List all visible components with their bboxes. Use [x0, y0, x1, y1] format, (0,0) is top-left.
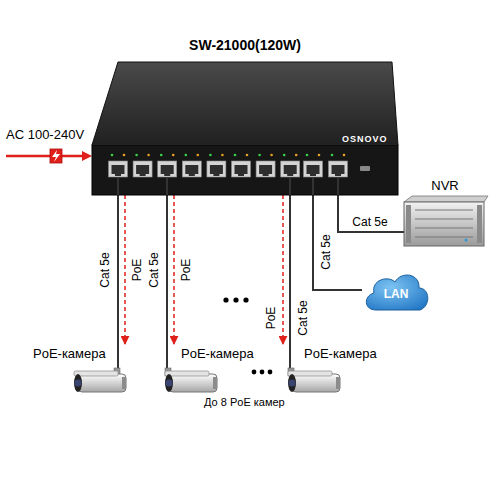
poe-power-arrow: [173, 195, 175, 344]
cat5e-cable: [289, 195, 291, 344]
edge-label-wrap: Cat 5e: [352, 216, 387, 229]
cat5e-cable: [313, 195, 362, 290]
poe-switch: OSNOVO: [92, 62, 398, 195]
cable-label: Cat 5e: [352, 215, 387, 229]
camera-count-note: До 8 PoE камер: [204, 396, 285, 408]
camera-label: PoE-камера: [304, 346, 377, 362]
title-wrap: SW-21000(120W): [0, 36, 490, 54]
camera-label: PoE-камера: [33, 346, 106, 362]
cable-label: Cat 5e: [296, 300, 310, 335]
cable-label: Cat 5e: [147, 252, 161, 287]
power-arrowhead: [82, 151, 92, 161]
lan-cloud: LAN: [362, 270, 430, 312]
edge-label-wrap: PoE: [131, 259, 144, 282]
switch-illustration: [92, 62, 398, 195]
cable-label: Cat 5e: [319, 234, 333, 269]
cat5e-cable: [117, 195, 119, 344]
edge-label-wrap: Cat 5e: [297, 300, 310, 335]
poe-camera: PoE-камера: [29, 344, 132, 408]
device-label: LAN: [384, 282, 409, 301]
brand-logo: OSNOVO: [342, 134, 388, 144]
poe-power-arrow: [282, 195, 284, 344]
edge-label-wrap: Cat 5e: [148, 252, 161, 287]
power-input-label: AC 100-240V: [6, 127, 84, 142]
camera-label: PoE-камера: [181, 346, 254, 362]
ellipsis-dots: [223, 297, 248, 302]
poe-label: PoE: [179, 259, 193, 282]
edge-label-wrap: Cat 5e: [320, 234, 333, 269]
edge-label-wrap: PoE: [265, 307, 278, 330]
poe-label: PoE: [264, 307, 278, 330]
cable-label: Cat 5e: [98, 252, 112, 287]
power-line: [6, 155, 84, 158]
camera-count-note-wrap: До 8 PoE камер: [204, 395, 285, 409]
cat5e-cable: [338, 195, 400, 232]
edge-label-wrap: Cat 5e: [99, 252, 112, 287]
power-bolt-icon: [50, 149, 62, 163]
power-input-label-wrap: AC 100-240V: [6, 128, 84, 142]
poe-label: PoE: [130, 259, 144, 282]
poe-power-arrow: [124, 195, 126, 344]
device-label: NVR: [400, 178, 490, 194]
edge-label-wrap: PoE: [180, 259, 193, 282]
cat5e-cable: [166, 195, 168, 344]
poe-camera: PoE-камера: [278, 344, 381, 408]
diagram-title: SW-21000(120W): [189, 37, 301, 53]
ellipsis-dots: [252, 370, 273, 375]
nvr-recorder: NVR: [400, 178, 490, 250]
